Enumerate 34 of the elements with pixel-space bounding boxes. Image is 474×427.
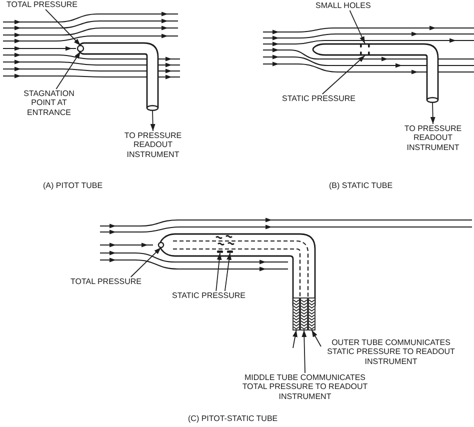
callout-text: TOTAL PRESSURE [6,0,78,10]
leader-line [45,8,81,46]
leader-line [216,252,222,292]
leader-line [322,55,366,94]
callout-text: SMALL HOLES [316,1,371,10]
note-text: MIDDLE TUBE COMMUNICATES TOTAL PRESSURE TO READOUT INSTRUMENT [235,373,375,402]
static-holes [360,44,370,48]
leader-line [224,252,232,292]
leader-line [56,51,81,90]
arrow [302,330,307,374]
tube-opening [76,44,84,52]
hatched-tube-end [292,298,316,330]
arrow [150,110,156,132]
note-text: TO PRESSURE READOUT INSTRUMENT [121,131,185,160]
leader-line [349,10,366,44]
note-text: OUTER TUBE COMMUNICATES STATIC PRESSURE TO READOUT INSTRUMENT [321,338,461,366]
note-text: TO PRESSURE READOUT INSTRUMENT [401,124,465,152]
leader-line [130,247,162,278]
static-hole [227,250,233,253]
figure-caption: (B) STATIC TUBE [329,181,393,190]
figure-caption: (A) PITOT TUBE [43,181,103,190]
static-hole [217,250,223,253]
callout-text: TOTAL PRESSURE [70,277,142,286]
figure-caption: (C) PITOT-STATIC TUBE [188,414,278,424]
arrow [311,330,322,347]
static-holes [360,52,370,56]
arrow [430,102,436,124]
tube-outlet [426,97,439,103]
tube-outlet [146,105,159,111]
callout-text: STATIC PRESSURE [282,94,356,104]
callout-text: STATIC PRESSURE [172,291,246,300]
callout-text: STAGNATION POINT AT ENTRANCE [19,89,79,118]
arrow [292,330,298,348]
tube-opening [158,242,164,248]
